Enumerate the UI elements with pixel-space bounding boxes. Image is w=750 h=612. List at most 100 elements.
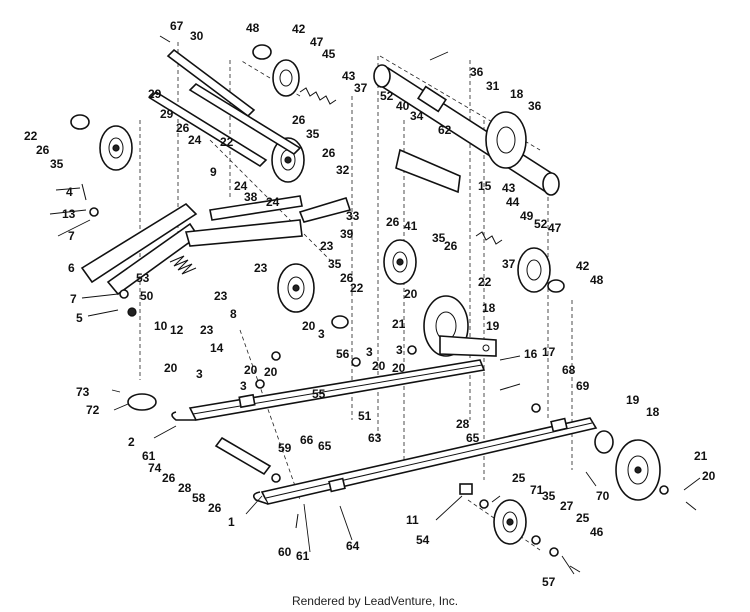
part-label: 21 [694, 449, 708, 463]
part-label: 26 [208, 501, 222, 515]
part-label: 60 [278, 545, 292, 559]
part-label: 18 [646, 405, 660, 419]
part-label: 13 [62, 207, 76, 221]
part-label: 1 [228, 515, 235, 529]
part-label: 6 [68, 261, 75, 275]
part-label: 20 [302, 319, 316, 333]
part-label: 3 [366, 345, 373, 359]
part-label: 68 [562, 363, 576, 377]
part-label: 22 [350, 281, 364, 295]
part-label: 62 [438, 123, 452, 137]
part-label: 70 [596, 489, 610, 503]
part-label: 55 [312, 387, 326, 401]
part-label: 25 [512, 471, 526, 485]
part-label: 52 [380, 89, 394, 103]
part-label: 24 [188, 133, 202, 147]
footer-credit: Rendered by LeadVenture, Inc. [291, 594, 459, 608]
part-label: 20 [164, 361, 178, 375]
part-label: 28 [178, 481, 192, 495]
part-label: 5 [76, 311, 83, 325]
part-label: 28 [456, 417, 470, 431]
part-label: 74 [148, 461, 162, 475]
part-label: 58 [192, 491, 206, 505]
part-label: 37 [354, 81, 368, 95]
part-label: 26 [292, 113, 306, 127]
part-label: 46 [590, 525, 604, 539]
part-label: 19 [486, 319, 500, 333]
part-label: 50 [140, 289, 154, 303]
part-label: 48 [590, 273, 604, 287]
part-labels: 67 30 48 42 47 45 29 43 37 36 31 18 36 2… [24, 19, 716, 589]
part-label: 61 [142, 449, 156, 463]
rear-axle [373, 64, 560, 196]
part-label: 20 [404, 287, 418, 301]
part-label: 30 [190, 29, 204, 43]
part-label: 53 [136, 271, 150, 285]
part-label: 9 [210, 165, 217, 179]
part-label: 12 [170, 323, 184, 337]
suspension-arms [80, 148, 497, 357]
part-label: 3 [240, 379, 247, 393]
part-label: 26 [176, 121, 190, 135]
part-label: 3 [318, 327, 325, 341]
part-label: 23 [200, 323, 214, 337]
part-label: 43 [342, 69, 356, 83]
part-label: 21 [392, 317, 406, 331]
part-label: 26 [36, 143, 50, 157]
part-label: 47 [310, 35, 324, 49]
part-label: 65 [466, 431, 480, 445]
part-label: 71 [530, 483, 544, 497]
part-label: 43 [502, 181, 516, 195]
part-label: 51 [358, 409, 372, 423]
part-label: 67 [170, 19, 184, 33]
part-label: 26 [340, 271, 354, 285]
part-label: 32 [336, 163, 350, 177]
part-label: 11 [406, 513, 419, 527]
part-label: 34 [410, 109, 424, 123]
part-label: 72 [86, 403, 100, 417]
part-label: 66 [300, 433, 314, 447]
part-label: 61 [296, 549, 310, 563]
part-label: 36 [528, 99, 542, 113]
part-label: 36 [470, 65, 484, 79]
part-label: 20 [702, 469, 716, 483]
part-label: 22 [24, 129, 38, 143]
part-label: 35 [328, 257, 342, 271]
part-label: 23 [320, 239, 334, 253]
part-label: 24 [234, 179, 248, 193]
part-label: 29 [148, 87, 162, 101]
part-label: 65 [318, 439, 332, 453]
part-label: 44 [506, 195, 520, 209]
part-label: 19 [626, 393, 640, 407]
part-label: 31 [486, 79, 500, 93]
part-label: 20 [372, 359, 386, 373]
part-label: 41 [404, 219, 418, 233]
part-label: 73 [76, 385, 90, 399]
part-label: 40 [396, 99, 410, 113]
part-label: 17 [542, 345, 556, 359]
part-label: 64 [346, 539, 360, 553]
part-label: 23 [214, 289, 228, 303]
part-label: 18 [510, 87, 524, 101]
part-label: 49 [520, 209, 534, 223]
part-label: 25 [576, 511, 590, 525]
part-label: 8 [230, 307, 237, 321]
part-label: 45 [322, 47, 336, 61]
part-label: 22 [478, 275, 492, 289]
part-label: 26 [322, 146, 336, 160]
part-label: 35 [306, 127, 320, 141]
hardware [81, 35, 697, 573]
part-label: 33 [346, 209, 360, 223]
part-label: 2 [128, 435, 135, 449]
part-label: 54 [416, 533, 430, 547]
part-label: 3 [396, 343, 403, 357]
part-label: 4 [66, 185, 73, 199]
part-label: 42 [576, 259, 590, 273]
part-label: 20 [392, 361, 406, 375]
part-label: 39 [340, 227, 354, 241]
part-label: 26 [162, 471, 176, 485]
springs [169, 87, 503, 275]
part-label: 35 [50, 157, 64, 171]
part-label: 59 [278, 441, 292, 455]
